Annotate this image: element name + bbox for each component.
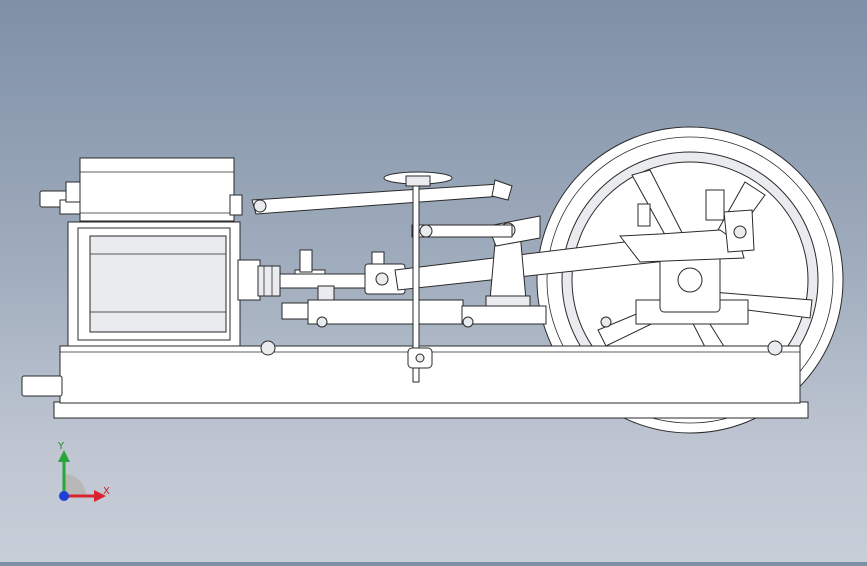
valve-lever[interactable] xyxy=(411,224,513,238)
cylinder[interactable] xyxy=(67,221,281,347)
main-bearing[interactable] xyxy=(619,189,755,325)
x-arrow-head-icon xyxy=(94,490,106,502)
governor-spindle[interactable] xyxy=(383,171,453,383)
triad-plane-icon xyxy=(64,474,86,496)
triad-y-label: Y xyxy=(58,441,65,452)
coordinate-triad[interactable] xyxy=(44,448,114,518)
steam-chest[interactable] xyxy=(79,157,243,222)
base-plate[interactable] xyxy=(53,340,809,419)
bolt-heads xyxy=(316,316,612,328)
eccentric-rod[interactable] xyxy=(251,179,513,215)
y-arrow-head-icon xyxy=(58,450,70,462)
triad-x-label: X xyxy=(103,486,110,497)
inlet-pipe[interactable] xyxy=(21,181,83,397)
piston-rod[interactable] xyxy=(279,273,371,301)
z-axis-dot-icon xyxy=(59,491,69,501)
